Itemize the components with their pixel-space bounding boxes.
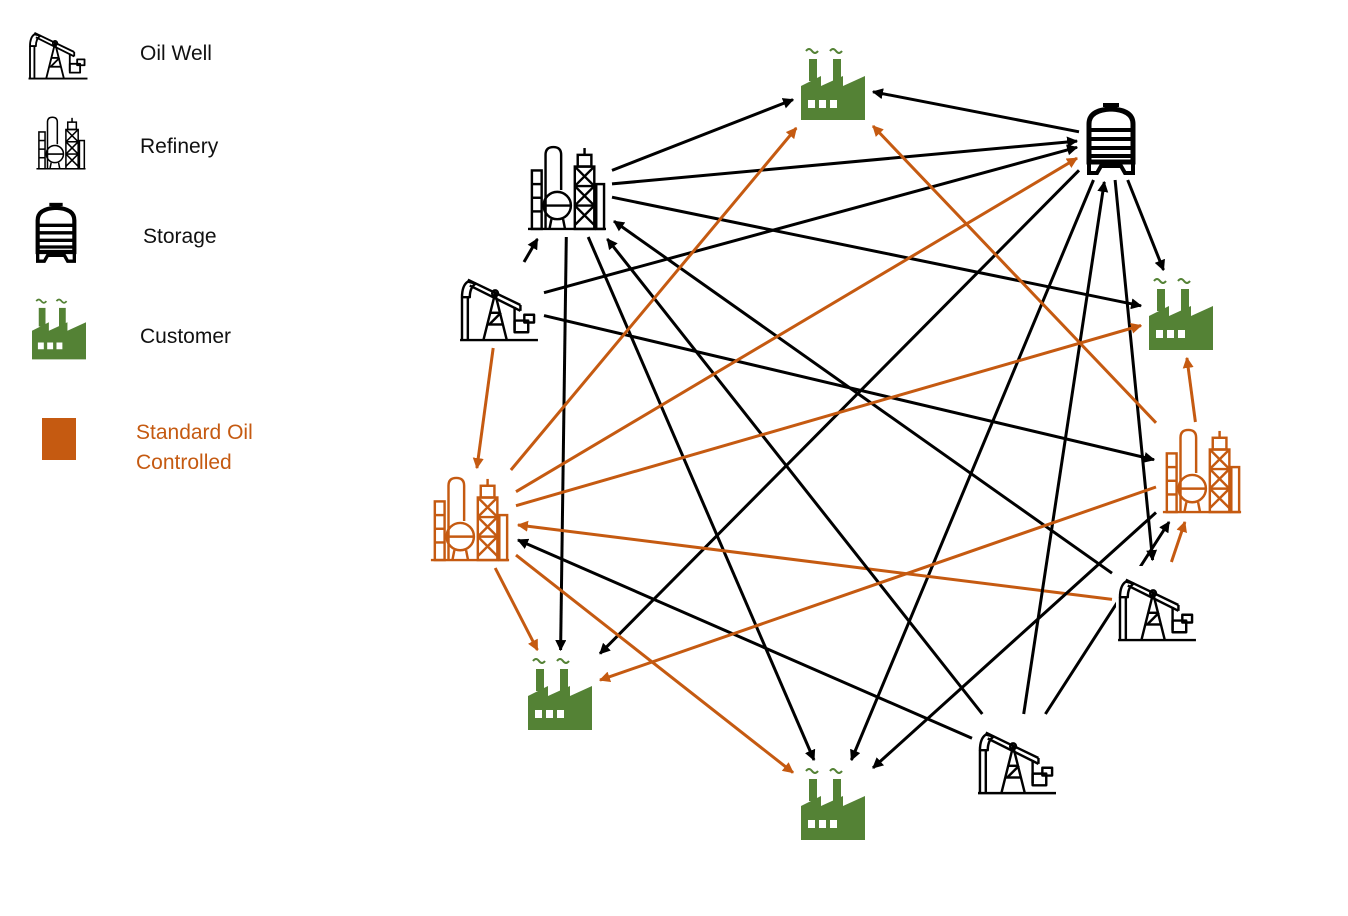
edge-ref-orange-right-to-cust-bottom-left <box>598 485 1157 683</box>
edges-layer <box>472 88 1197 774</box>
edge-ref-orange-left-to-cust-right <box>515 322 1143 508</box>
edge-storage-to-cust-right <box>1126 179 1165 272</box>
node-storage-storage-tank-icon <box>1083 100 1139 176</box>
node-ref-orange-right-refinery-icon <box>1160 426 1244 516</box>
edge-ref-black-to-cust-bottom <box>586 236 816 762</box>
node-well-left-pumpjack-icon <box>458 266 540 344</box>
legend-customer-icon <box>31 298 87 361</box>
node-cust-bottom-factory-icon <box>799 766 867 842</box>
edge-well-right-to-ref-orange-right <box>1169 520 1187 563</box>
edge-well-left-to-ref-orange-left <box>472 347 495 470</box>
legend-storage-icon <box>38 205 75 262</box>
node-ref-orange-left-refinery-icon <box>428 474 512 564</box>
node-cust-right-factory-icon <box>1147 276 1215 352</box>
edge-ref-orange-left-to-cust-bottom <box>515 553 794 774</box>
edge-well-bottom-to-ref-orange-right <box>1044 521 1171 715</box>
edge-storage-to-cust-bottom <box>850 179 1095 762</box>
edge-ref-black-to-cust-top <box>611 98 795 172</box>
legend-customer-label: Customer <box>140 325 232 348</box>
legend-standard-oil-swatch <box>42 418 76 460</box>
legend-storage-label: Storage <box>143 225 217 248</box>
edge-well-bottom-to-ref-black <box>606 238 984 715</box>
edge-ref-black-to-storage <box>611 136 1079 186</box>
edge-storage-to-well-right <box>1113 179 1158 562</box>
legend-refinery-label: Refinery <box>140 135 219 158</box>
edge-ref-black-to-cust-right <box>611 195 1143 310</box>
legend-standard-oil-line1: Standard Oil <box>136 421 253 444</box>
edge-ref-orange-right-to-cust-top <box>871 124 1158 424</box>
legend-oil-well-icon <box>27 31 89 80</box>
edge-ref-orange-left-to-cust-top <box>509 127 798 471</box>
edge-well-bottom-to-storage <box>1022 180 1109 715</box>
edge-well-right-to-ref-black <box>613 219 1113 575</box>
node-well-right-pumpjack-icon <box>1116 566 1198 644</box>
edge-well-left-to-storage <box>543 144 1079 295</box>
legend-refinery-icon <box>35 116 87 170</box>
edge-well-left-to-ref-black <box>522 238 539 263</box>
legend-standard-oil-line2: Controlled <box>136 451 232 474</box>
edge-ref-orange-right-to-cust-bottom <box>871 511 1158 770</box>
edge-ref-orange-right-to-cust-right <box>1182 356 1197 423</box>
legend-oil-well-label: Oil Well <box>140 42 212 65</box>
nodes-layer <box>428 46 1244 842</box>
edge-ref-black-to-cust-bottom-left <box>555 236 568 652</box>
node-cust-top-factory-icon <box>799 46 867 122</box>
edge-ref-orange-left-to-storage <box>515 156 1078 493</box>
legend-standard-oil-label: Standard Oil Controlled <box>136 418 253 478</box>
edge-storage-to-cust-top <box>871 88 1080 134</box>
node-ref-black-refinery-icon <box>526 143 608 233</box>
node-well-bottom-pumpjack-icon <box>976 718 1058 798</box>
edge-ref-orange-left-to-cust-bottom-left <box>493 567 539 651</box>
edge-well-right-to-ref-orange-left <box>516 520 1113 601</box>
edge-well-bottom-to-ref-orange-left <box>516 538 973 740</box>
node-cust-bottom-left-factory-icon <box>526 656 594 732</box>
